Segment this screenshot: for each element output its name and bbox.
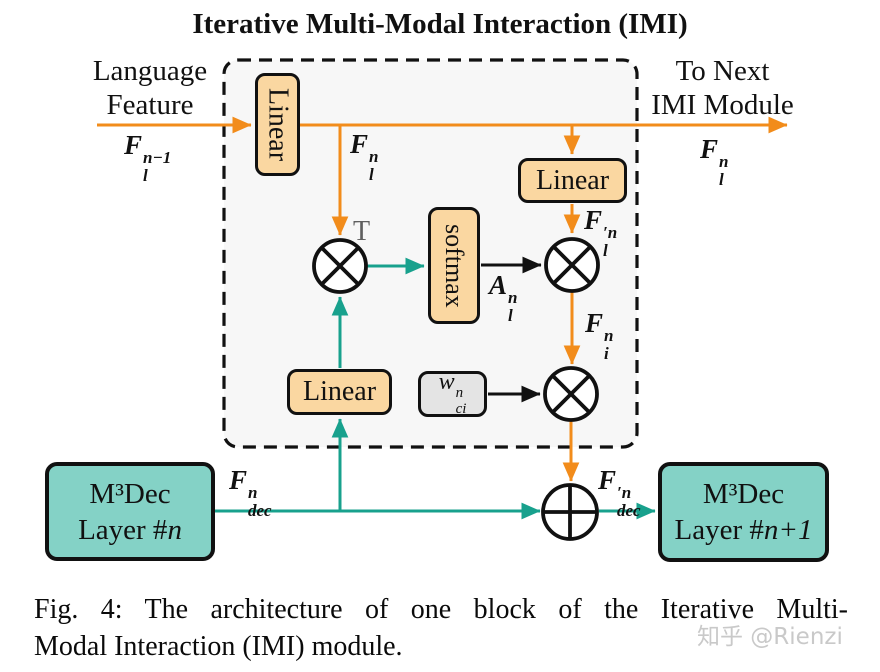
linear2-label: Linear bbox=[535, 164, 610, 196]
m3dec-layer-n1-block: M³Dec Layer #n+1 bbox=[658, 462, 829, 562]
zhihu-watermark: 知乎 @Rienzi bbox=[697, 624, 843, 650]
m3dec-n-line1: M³Dec bbox=[89, 477, 171, 510]
linear1-label: Linear bbox=[262, 87, 294, 162]
multiply2-operator bbox=[544, 237, 600, 293]
multiply1-operator bbox=[312, 238, 368, 294]
language-feature-label: Language Feature bbox=[92, 55, 208, 121]
linear1-block: Linear bbox=[255, 73, 300, 176]
m3dec-layer-n-block: M³Dec Layer #n bbox=[45, 462, 215, 561]
transpose-label: T bbox=[353, 216, 371, 247]
linear3-label: Linear bbox=[302, 376, 377, 407]
softmax-block: softmax bbox=[428, 207, 480, 324]
softmax-label: softmax bbox=[440, 223, 469, 308]
diagram-title: Iterative Multi-Modal Interaction (IMI) bbox=[192, 8, 688, 40]
m3dec-n-line2: Layer #n bbox=[78, 513, 182, 546]
m3dec-n1-line1: M³Dec bbox=[702, 478, 785, 510]
add-operator bbox=[541, 483, 599, 541]
multiply3-operator bbox=[543, 366, 599, 422]
to-next-imi-label: To Next IMI Module bbox=[651, 55, 794, 121]
figure-caption: Fig. 4: The architecture of one block of… bbox=[34, 591, 848, 665]
linear3-block: Linear bbox=[287, 369, 392, 415]
caption-line2: Modal Interaction (IMI) module. bbox=[34, 631, 403, 662]
m3dec-n1-line2: Layer #n+1 bbox=[674, 514, 813, 546]
caption-line1: Fig. 4: The architecture of one block of… bbox=[34, 594, 848, 625]
linear2-block: Linear bbox=[518, 158, 627, 203]
